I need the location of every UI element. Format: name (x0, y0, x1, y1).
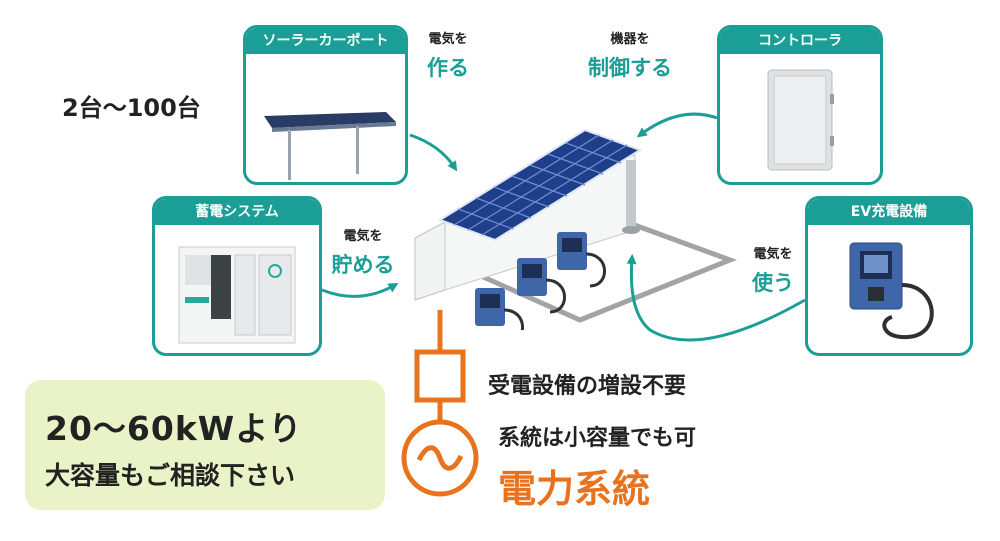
battery-illustration (178, 246, 296, 344)
battery-title: 蓄電システム (155, 199, 319, 225)
use-arrow (626, 254, 806, 342)
site-illustration (414, 128, 737, 330)
solar-carport-title: ソーラーカーポート (246, 28, 405, 54)
solar-carport-illustration (264, 112, 396, 180)
grid-symbol (401, 310, 479, 497)
make-electricity-small: 電気を (428, 32, 468, 47)
make-arrow (409, 133, 458, 172)
battery-card: 蓄電システム (152, 196, 322, 356)
power-grid-label: 電力系統 (498, 467, 651, 511)
use-electricity-small: 電気を (753, 247, 793, 262)
store-arrow (321, 283, 399, 298)
charger-units (475, 232, 606, 330)
use-electricity-big: 使う (752, 271, 794, 295)
small-capacity-text: 系統は小容量でも可 (498, 426, 697, 451)
capacity-note-line1: 20〜60kWより (45, 409, 303, 448)
ev-charger-illustration (849, 242, 934, 340)
store-electricity-big: 貯める (331, 253, 395, 277)
ev-charger-title: EV充電設備 (808, 199, 970, 225)
controller-card: コントローラ (717, 25, 883, 185)
solar-carport-card: ソーラーカーポート (243, 25, 408, 185)
capacity-note-line2: 大容量もご相談下さい (45, 461, 296, 490)
store-electricity-small: 電気を (343, 229, 383, 244)
count-label: 2台〜100台 (62, 94, 201, 122)
control-equipment-big: 制御する (588, 56, 672, 80)
controller-illustration (767, 69, 834, 171)
controller-title: コントローラ (720, 28, 880, 54)
no-upgrade-text: 受電設備の増設不要 (488, 374, 687, 399)
ev-charger-card: EV充電設備 (805, 196, 973, 356)
control-equipment-small: 機器を (610, 32, 650, 47)
control-arrow (636, 112, 718, 138)
capacity-note: 20〜60kWより 大容量もご相談下さい (25, 380, 385, 510)
make-electricity-big: 作る (427, 56, 469, 80)
